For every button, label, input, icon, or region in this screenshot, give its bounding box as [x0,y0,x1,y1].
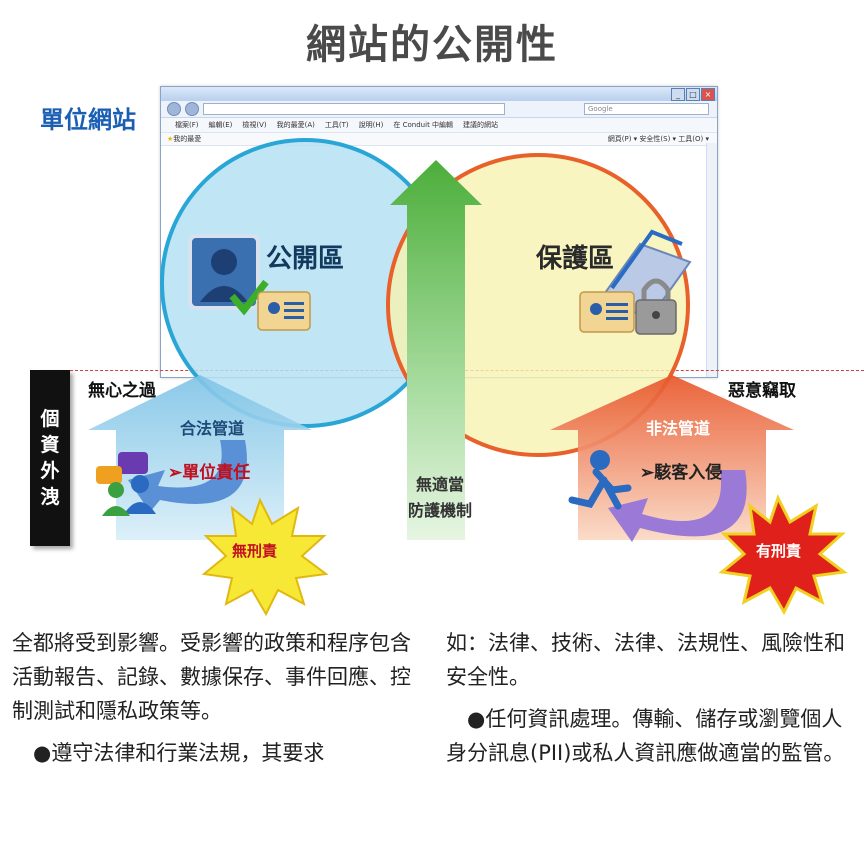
venn-diagram [88,138,848,617]
menu-item[interactable]: 工具(T) [324,121,349,129]
page-title: 網站的公開性 [306,22,558,68]
url-input[interactable] [203,103,505,115]
menu-item[interactable]: 我的最愛(A) [276,121,315,129]
unintentional-label: 無心之過 [88,381,156,401]
body-column-right: 如：法律、技術、法律、法規性、風險性和安全性。 ●任何資訊處理。傳輸、儲存或瀏覽… [446,626,856,770]
right-curved-arrow [608,470,747,542]
menu-item[interactable]: 檔案(F) [175,121,199,129]
center-up-arrow [390,160,482,540]
search-input[interactable]: Google [584,103,709,115]
unit-responsibility-label: ➢單位責任 [168,463,251,483]
hacker-icon [568,450,632,510]
paragraph: ●遵守法律和行業法規，其要求 [33,741,325,765]
user-card-icon [188,234,311,331]
leak-char: 資 [40,434,60,456]
favorites-label[interactable]: 我的最愛 [173,135,202,143]
unit-website-label: 單位網站 [40,105,136,134]
menu-item[interactable]: 檢視(V) [242,121,267,129]
menu-item[interactable]: 編輯(E) [208,121,233,129]
favorites-star-icon[interactable]: ★ [167,135,174,143]
leak-char: 洩 [40,486,60,508]
left-curved-arrow [128,440,247,512]
body-column-left: 全都將受到影響。受影響的政策和程序包含活動報告、記錄、數據保存、事件回應、控制測… [12,626,430,770]
no-protection-line2: 防護機制 [407,501,472,520]
lock-card-icon [579,229,692,335]
forward-icon[interactable] [185,102,199,116]
no-penalty-label: 無刑責 [232,542,278,560]
browser-menubar: 檔案(F) 編輯(E) 檢視(V) 我的最愛(A) 工具(T) 說明(H) 在 … [161,118,717,133]
paragraph: 如：法律、技術、法律、法規性、風險性和安全性。 [446,631,845,689]
legal-channel-label: 合法管道 [180,419,245,438]
browser-titlebar: _ □ × [161,87,717,101]
browser-tools[interactable]: 網頁(P) ▾ 安全性(S) ▾ 工具(O) ▾ [607,135,709,143]
menu-item[interactable]: 說明(H) [358,121,384,129]
no-penalty-starburst [201,497,329,617]
maximize-icon[interactable]: □ [686,88,700,101]
leak-char: 個 [40,408,60,430]
minimize-icon[interactable]: _ [671,88,685,101]
no-protection-label: 無適當 防護機制 [400,472,480,524]
paragraph: ●任何資訊處理。傳輸、儲存或瀏覽個人身分訊息(PII)或私人資訊應做適當的監管。 [446,707,845,765]
leak-char: 外 [40,460,60,482]
address-bar: Google [161,101,717,118]
has-penalty-label: 有刑責 [756,542,802,560]
toolbar-link[interactable]: 在 Conduit 中編輯 [393,121,454,129]
protected-zone-label: 保護區 [536,244,615,274]
chat-people-icon [96,452,156,516]
back-icon[interactable] [167,102,181,116]
malicious-label: 惡意竊取 [728,381,796,401]
has-penalty-starburst [718,494,848,616]
scrollbar[interactable] [706,143,717,377]
data-leak-box: 個 資 外 洩 [30,370,70,546]
hacker-intrusion-label: ➢駭客入侵 [640,463,723,483]
close-icon[interactable]: × [701,88,715,101]
toolbar-link[interactable]: 建議的網站 [463,121,499,129]
no-protection-line1: 無適當 [415,475,464,494]
paragraph: 全都將受到影響。受影響的政策和程序包含活動報告、記錄、數據保存、事件回應、控制測… [12,631,411,723]
illegal-channel-label: 非法管道 [646,419,711,438]
public-zone-label: 公開區 [266,244,345,274]
